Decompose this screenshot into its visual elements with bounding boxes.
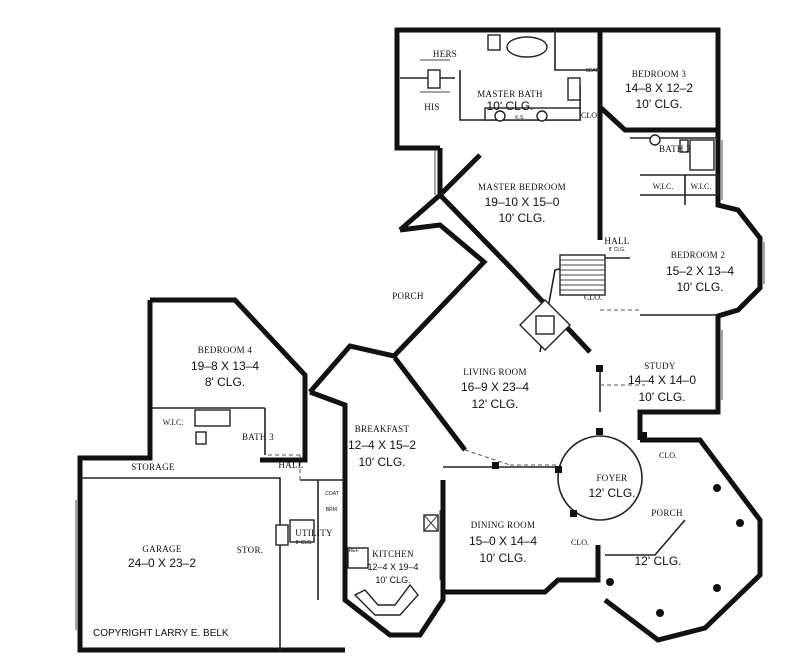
label-utility-clg: 8' CLG. [296, 540, 313, 546]
bathtub-icon [194, 409, 231, 427]
label-hers: HERS [433, 49, 457, 59]
label-clo-foyer-right: CLO. [659, 451, 677, 460]
label-study-dim: 14–4 X 14–0 [628, 373, 696, 387]
label-master-bedroom-clg: 10' CLG. [499, 211, 546, 225]
label-wic-bedroom-4: W.I.C. [163, 418, 184, 427]
label-kitchen: KITCHEN [372, 549, 414, 559]
bathtub-icon [506, 36, 548, 58]
label-bedroom-4-dim: 19–8 X 13–4 [191, 359, 259, 373]
label-porch-back: PORCH [392, 291, 424, 301]
toilet-icon [487, 34, 501, 51]
label-bedroom-2-dim: 15–2 X 13–4 [666, 264, 734, 278]
label-garage: GARAGE [142, 544, 182, 554]
label-study: STUDY [644, 361, 676, 371]
sink-icon [649, 134, 661, 146]
label-dining-room-dim: 15–0 X 14–4 [469, 534, 537, 548]
label-master-bedroom-dim: 19–10 X 15–0 [485, 195, 560, 209]
posts [492, 365, 744, 617]
label-bedroom-4-clg: 8' CLG. [205, 375, 245, 389]
label-kitchen-clg: 10' CLG. [375, 575, 410, 585]
label-ks: K.S. [515, 115, 524, 121]
kitchen-counter [353, 583, 419, 616]
label-kitchen-dim: 12–4 X 19–4 [367, 562, 418, 572]
label-bedroom-3-clg: 10' CLG. [636, 97, 683, 111]
label-living-room: LIVING ROOM [463, 367, 527, 377]
label-breakfast-clg: 10' CLG. [359, 455, 406, 469]
room-labels: HERS HIS MASTER BATH 10' CLG. BEDROOM 3 … [128, 49, 734, 585]
copyright-notice: COPYRIGHT LARRY E. BELK [93, 628, 229, 639]
label-storage: STORAGE [131, 462, 175, 472]
label-ref: REF. [349, 548, 360, 554]
label-wic-bedroom-2: W.I.C. [653, 182, 674, 191]
fixtures [194, 34, 715, 616]
label-study-clg: 10' CLG. [639, 390, 686, 404]
label-hall-upper: HALL [604, 236, 629, 246]
label-living-room-dim: 16–9 X 23–4 [461, 380, 529, 394]
stairs-icon [559, 254, 606, 296]
label-hall-lower: HALL [278, 460, 303, 470]
label-clo-foyer-left: CLO. [571, 538, 589, 547]
opening-lines [268, 309, 645, 480]
label-bedroom-2-clg: 10' CLG. [677, 280, 724, 294]
label-seat: SEAT [586, 68, 599, 74]
sink-icon [494, 110, 506, 122]
label-stor: STOR. [237, 545, 264, 555]
label-living-room-clg: 12' CLG. [472, 397, 519, 411]
label-master-bath-clg: 10' CLG. [487, 99, 534, 113]
refrigerator-icon [347, 547, 369, 569]
label-utility: UTILITY [295, 528, 333, 538]
label-bedroom-3: BEDROOM 3 [632, 69, 687, 79]
label-porch-front: PORCH [651, 508, 683, 518]
toilet-icon [195, 431, 207, 445]
label-brm: BRM. [326, 507, 339, 513]
label-dining-room-clg: 10' CLG. [480, 551, 527, 565]
label-hall-upper-clg: 8' CLG. [609, 247, 626, 253]
vanity-counter [484, 107, 581, 121]
label-wic-bath-2: W.I.C. [691, 182, 712, 191]
exterior-walls [77, 27, 763, 653]
label-his: HIS [424, 102, 439, 112]
water-heater-icon [275, 524, 289, 546]
bathtub-icon [689, 139, 715, 171]
windows [75, 140, 765, 630]
label-clo-hall: CLO. [584, 293, 602, 302]
label-foyer-clg: 12' CLG. [589, 486, 636, 500]
label-master-bath: MASTER BATH [477, 89, 543, 99]
label-bedroom-4: BEDROOM 4 [198, 345, 253, 355]
label-clo-bedroom-3: CLO. [581, 111, 599, 120]
label-bedroom-3-dim: 14–8 X 12–2 [625, 81, 693, 95]
small-labels: W.I.C. W.I.C. W.I.C. CLO. CLO. CLO. CLO.… [163, 68, 712, 554]
label-dining-room: DINING ROOM [471, 520, 536, 530]
label-bath-3: BATH 3 [242, 432, 274, 442]
label-bedroom-2: BEDROOM 2 [671, 250, 725, 260]
label-master-bedroom: MASTER BEDROOM [478, 182, 566, 192]
label-breakfast-dim: 12–4 X 15–2 [348, 438, 416, 452]
label-bath-2: BATH 2 [659, 144, 691, 154]
washer-icon [289, 519, 315, 543]
shelf-icon [427, 69, 441, 89]
label-breakfast: BREAKFAST [355, 424, 410, 434]
toilet-icon [679, 139, 689, 153]
sink-icon [536, 110, 548, 122]
label-foyer: FOYER [596, 473, 627, 483]
label-coat: COAT [325, 491, 339, 497]
bench-icon [567, 77, 581, 101]
label-porch-front-clg: 12' CLG. [635, 554, 682, 568]
label-garage-dim: 24–0 X 23–2 [128, 556, 196, 570]
